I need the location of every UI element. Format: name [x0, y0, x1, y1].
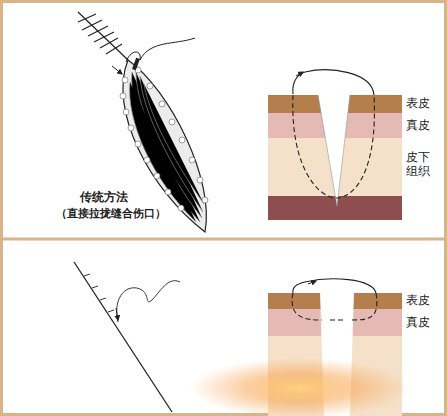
layer-label: 真皮 — [406, 315, 430, 329]
method-title: 传统方法 — [80, 190, 128, 204]
layer-label: 皮下组织 — [406, 150, 430, 179]
method-note: （直接拉拢缝合伤口） — [56, 207, 166, 220]
layer-label: 真皮 — [406, 118, 430, 132]
layer-label: 表皮 — [406, 293, 430, 307]
layer-label: 表皮 — [406, 96, 430, 110]
